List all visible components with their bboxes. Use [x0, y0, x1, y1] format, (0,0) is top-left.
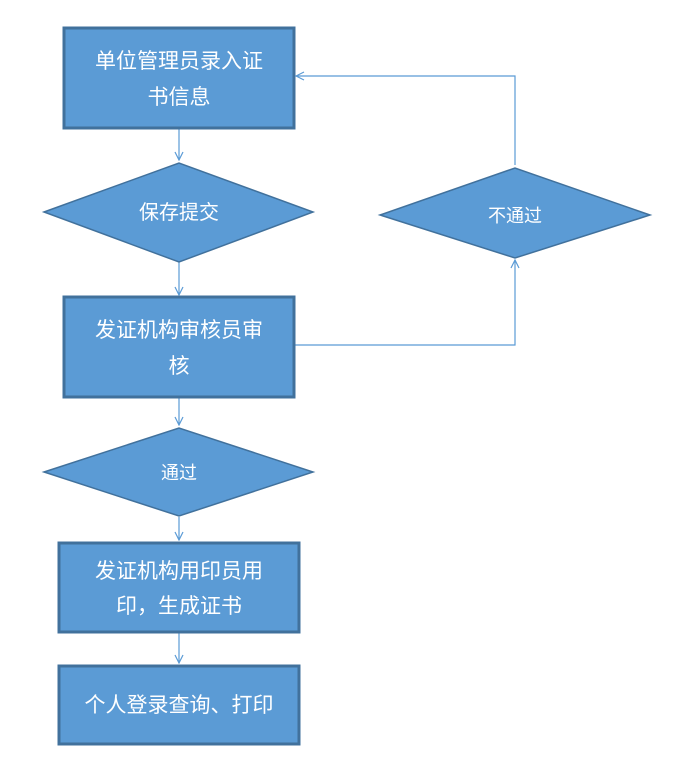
edge-rejected-to-entry [296, 76, 516, 165]
node-submit-label: 保存提交 [139, 200, 219, 224]
node-entry-box [62, 26, 296, 130]
node-approved-label: 通过 [161, 463, 197, 484]
node-entry-label-line2: 书信息 [148, 85, 211, 109]
node-submit: 保存提交 [41, 162, 316, 263]
edge-review-to-rejected [294, 260, 515, 346]
node-stamp-label-line2: 印，生成证书 [116, 594, 242, 618]
node-stamp: 发证机构用印员用 印，生成证书 [57, 541, 301, 634]
node-query: 个人登录查询、打印 [57, 664, 301, 746]
connectors [179, 76, 515, 663]
node-stamp-label-line1: 发证机构用印员用 [95, 559, 263, 583]
node-rejected-label: 不通过 [488, 206, 542, 227]
node-entry: 单位管理员录入证 书信息 [62, 26, 296, 130]
node-rejected-diamond [377, 167, 653, 259]
node-entry-label-line1: 单位管理员录入证 [95, 49, 263, 73]
node-submit-diamond [41, 162, 316, 263]
node-query-box [57, 664, 301, 746]
node-approved: 通过 [41, 427, 316, 517]
node-review-label-line1: 发证机构审核员审 [95, 318, 263, 342]
node-review-box [62, 295, 296, 399]
node-stamp-box [57, 541, 301, 634]
node-review: 发证机构审核员审 核 [62, 295, 296, 399]
node-query-label: 个人登录查询、打印 [85, 693, 274, 717]
node-approved-diamond [41, 427, 316, 517]
node-rejected: 不通过 [377, 167, 653, 259]
node-review-label-line2: 核 [169, 354, 190, 378]
